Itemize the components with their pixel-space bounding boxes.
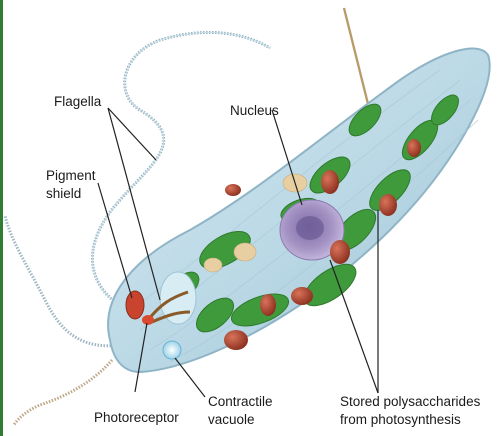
label-photoreceptor: Photoreceptor (94, 410, 179, 426)
label-pigment-shield-line2: shield (46, 186, 81, 202)
label-pigment-shield-line1: Pigment (46, 168, 96, 184)
pigment-shield (126, 291, 144, 319)
label-nucleus: Nucleus (230, 103, 279, 119)
label-contractile-line1: Contractile (208, 394, 273, 410)
contractile-vacuole (163, 341, 181, 359)
short-flagellum (5, 215, 120, 346)
label-stored-polysaccharides-line1: Stored polysaccharides (340, 394, 480, 410)
label-flagella: Flagella (54, 94, 101, 110)
label-contractile-line2: vacuole (208, 412, 255, 428)
photoreceptor (142, 315, 154, 325)
nucleolus (296, 216, 324, 240)
label-stored-polysaccharides-line2: from photosynthesis (340, 412, 461, 428)
